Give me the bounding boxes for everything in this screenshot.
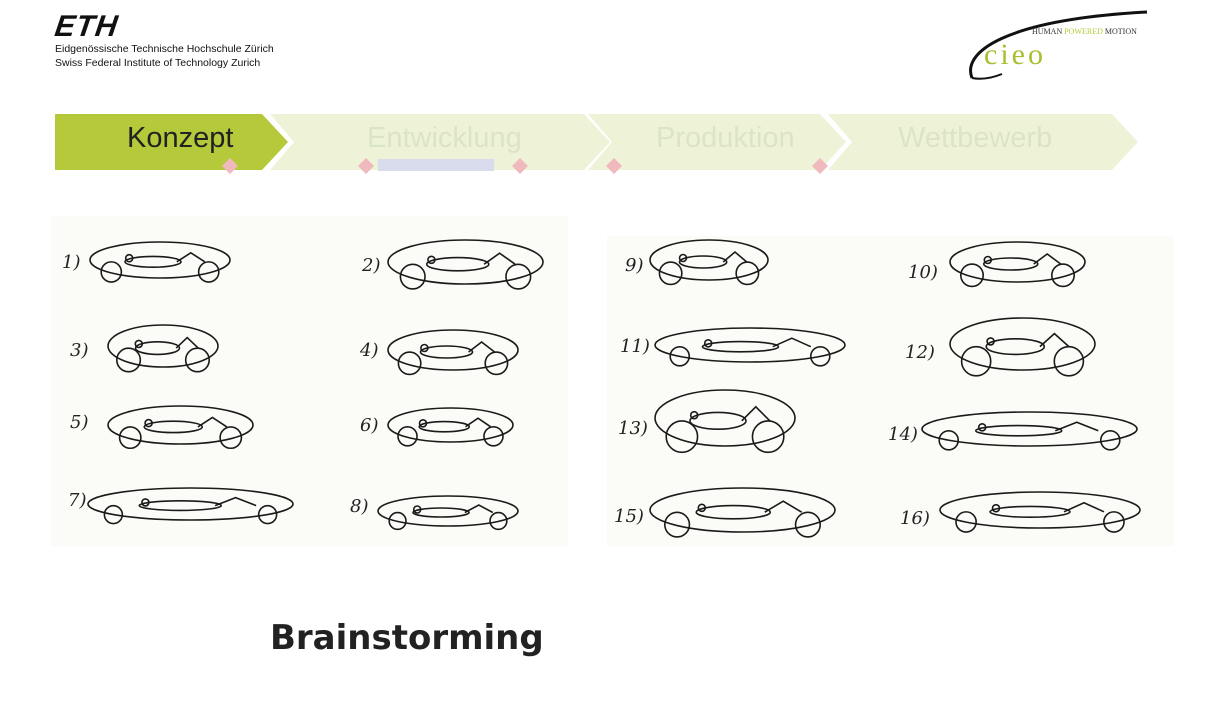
sketch-number: 5) [70,412,89,433]
diamond-marker [812,158,828,174]
cieo-logo: HUMAN POWERED MOTION cieo [962,8,1162,88]
diamond-marker [222,158,238,174]
sketch-number: 7) [68,490,87,511]
eth-logo: ETH Eidgenössische Technische Hochschule… [53,10,355,70]
vehicle-sketch [377,495,519,531]
vehicle-sketch [387,329,519,376]
sketch-number: 6) [360,415,379,436]
vehicle-sketch [107,405,254,450]
sketch-number: 9) [625,255,644,276]
step-label-wettbewerb: Wettbewerb [898,122,1053,154]
process-bar: Konzept Entwicklung Produktion Wettbewer… [0,0,1209,200]
diamond-marker [512,158,528,174]
vehicle-sketch [949,317,1096,377]
cieo-tagline: HUMAN POWERED MOTION [1032,27,1137,36]
slide-title: Brainstorming [270,618,544,658]
vehicle-sketch [949,241,1086,288]
sketch-number: 11) [620,336,650,357]
vehicle-sketch [921,411,1138,451]
diamond-marker [358,158,374,174]
sketch-number: 8) [350,496,369,517]
sketch-number: 3) [70,340,89,361]
progress-bar [378,159,494,171]
step-konzept-arrow [55,114,288,170]
eth-name-english: Swiss Federal Institute of Technology Zu… [55,57,261,69]
process-chevrons [55,114,1138,174]
vehicle-sketch [654,389,796,454]
step-label-konzept: Konzept [127,122,234,154]
eth-name-german: Eidgenössische Technische Hochschule Zür… [55,43,274,55]
sketch-number: 1) [62,252,81,273]
vehicle-sketch [387,407,514,447]
step-produktion-arrow [588,114,846,170]
vehicle-sketch [649,487,836,538]
step-wettbewerb-arrow [828,114,1138,170]
sketch-number: 12) [905,342,935,363]
sketch-number: 14) [888,424,918,445]
sketch-number: 15) [614,506,644,527]
vehicle-sketch [649,239,769,286]
sketch-number: 13) [618,418,648,439]
cieo-swoosh-icon [969,10,1148,80]
step-entwicklung-arrow [270,114,610,170]
sketch-number: 2) [362,255,381,276]
vehicle-sketch [387,239,544,290]
step-label-produktion: Produktion [656,122,795,154]
vehicle-sketch [87,487,294,525]
cieo-wordmark: cieo [984,38,1046,71]
vehicle-sketch [89,241,231,283]
sketch-number: 4) [360,340,379,361]
diamond-marker [606,158,622,174]
vehicle-sketch [939,491,1141,533]
sketch-number: 10) [908,262,938,283]
sketch-number: 16) [900,508,930,529]
vehicle-sketch [107,324,219,373]
vehicle-sketch [654,327,846,367]
step-label-entwicklung: Entwicklung [367,122,522,154]
